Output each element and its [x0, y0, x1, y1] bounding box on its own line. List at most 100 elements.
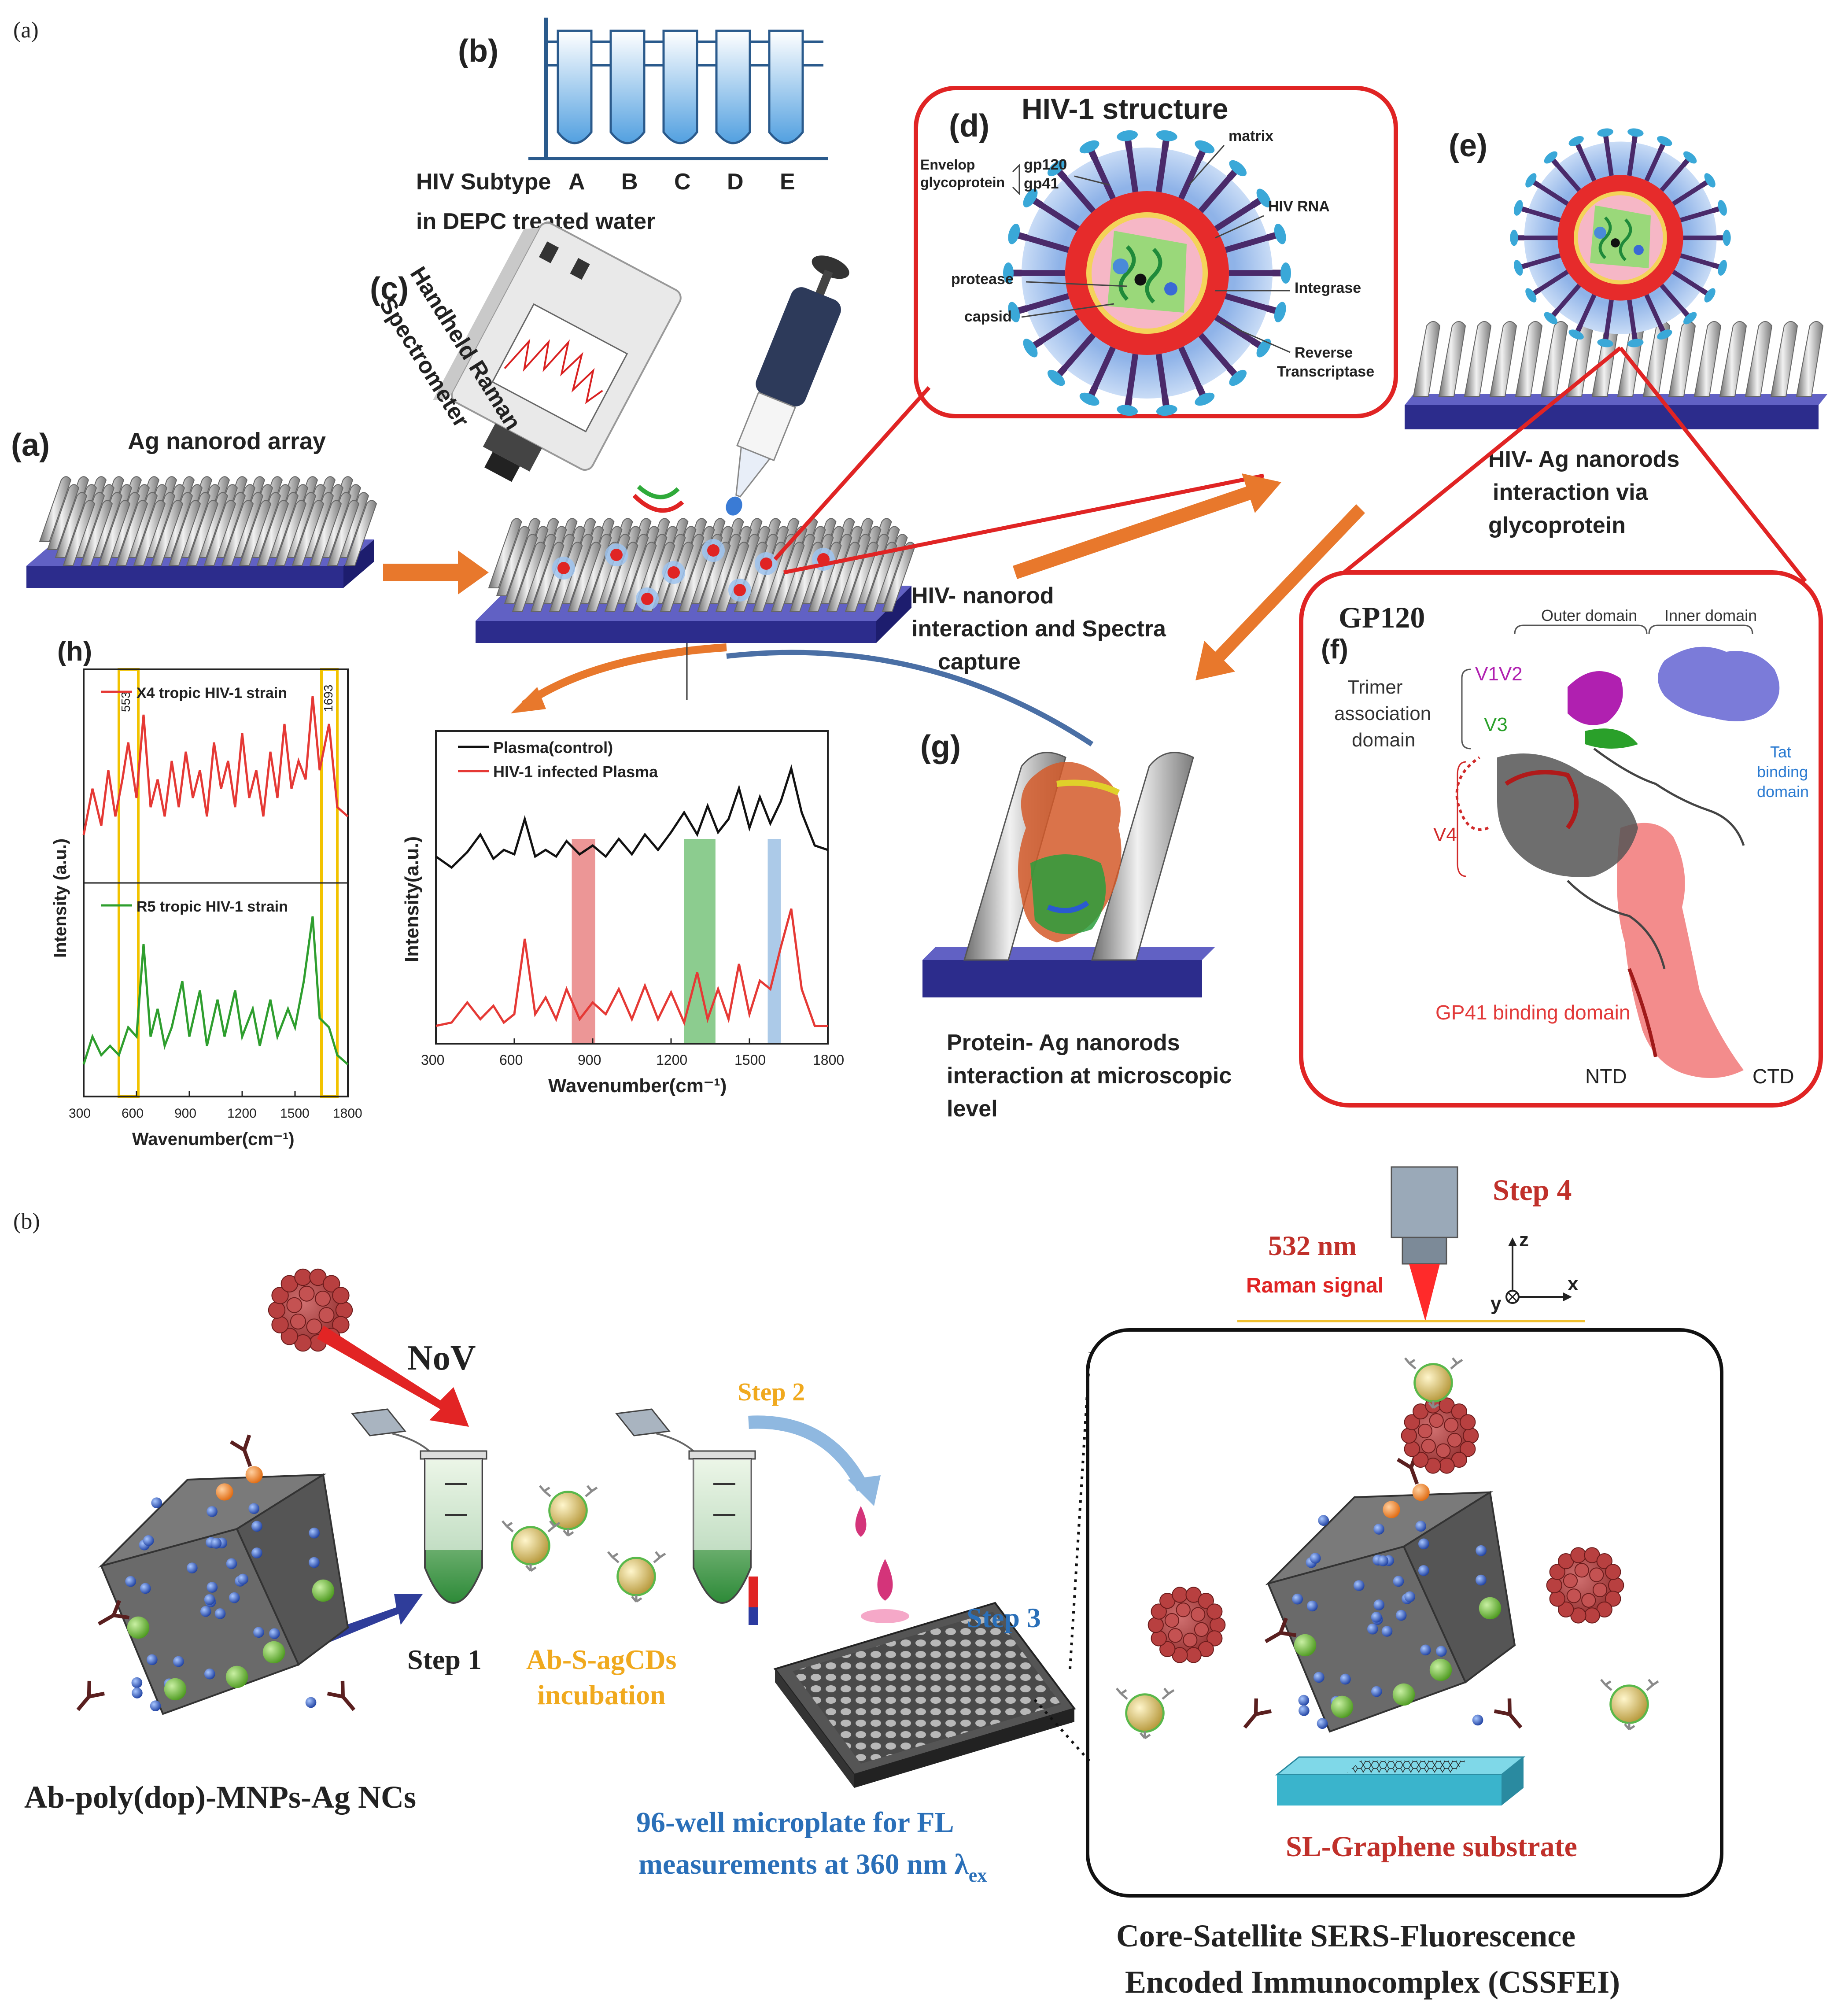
array-nanorod — [203, 500, 236, 566]
callout-line-d — [773, 386, 931, 561]
platform-nanorod — [512, 542, 546, 612]
r2-satellite — [1116, 1687, 1175, 1739]
array-nanorod — [115, 500, 148, 566]
e-nanorod — [1464, 321, 1492, 397]
protease-label: protease — [951, 271, 1014, 288]
tube-E — [768, 30, 804, 144]
right-ag-nanocluster — [1395, 1610, 1407, 1621]
r-left-nov-inner-bump — [1194, 1622, 1209, 1637]
nov-virus-icon — [268, 1268, 353, 1352]
r-right-nov-inner-bump — [1563, 1573, 1578, 1588]
bound-gp120-knob — [1704, 288, 1716, 303]
cssfei-immunocomplex — [1116, 1357, 1659, 1739]
bound-gp120-knob — [1544, 151, 1558, 164]
left-ag-nanocluster — [131, 1677, 143, 1688]
tube-label-C: C — [674, 169, 691, 195]
y-axis-label: Intensity(a.u.) — [401, 836, 423, 962]
right-ag-nanocluster — [1373, 1524, 1384, 1535]
right-green-bead — [1429, 1658, 1452, 1681]
zoom-line-2 — [1033, 1699, 1091, 1762]
r2-antibody — [1140, 1731, 1151, 1739]
gp120-labels: Outer domain Inner domain Trimer associa… — [1334, 606, 1809, 1088]
incubation-label-2: incubation — [537, 1679, 666, 1710]
callout-line-f2 — [1619, 347, 1807, 583]
structure-spike — [1155, 144, 1169, 192]
right-ag-nanocluster — [1476, 1545, 1487, 1556]
r3-antibody — [1600, 1679, 1612, 1691]
r-right-nov-inner-bump — [1574, 1563, 1589, 1578]
right-ag-nanocluster — [1367, 1623, 1378, 1635]
right-antibody — [1494, 1698, 1523, 1729]
array-nanorod — [186, 500, 219, 566]
pipette — [726, 255, 849, 516]
right-ag-nanocluster — [1418, 1565, 1429, 1576]
array-nanorod — [221, 500, 254, 566]
right-cube-front — [1267, 1545, 1467, 1733]
bound-spike — [1644, 146, 1664, 182]
arrow-orange-3 — [1195, 504, 1365, 680]
r-top-nov-bump — [1413, 1451, 1429, 1468]
array-nanorod — [151, 500, 184, 566]
r2-satellite-core — [1127, 1695, 1162, 1731]
sl-graphene-substrate — [1275, 1756, 1526, 1806]
small-hiv-core — [734, 584, 746, 596]
small-hiv-core — [610, 549, 623, 561]
axis-x-label: x — [1568, 1273, 1579, 1295]
label-a: (a) — [11, 428, 50, 463]
left-ag-nanocluster — [214, 1608, 226, 1619]
small-hiv-core — [707, 544, 719, 557]
band-label-553: 553 — [119, 691, 133, 712]
structure-gp120-knob — [1274, 223, 1286, 244]
label-f: (f) — [1321, 634, 1348, 665]
bound-spike — [1672, 270, 1705, 294]
structure-spike — [1037, 200, 1080, 232]
platform-nanorod — [715, 542, 749, 612]
bound-gp120-knob — [1514, 200, 1523, 216]
bound-spike — [1535, 182, 1569, 206]
highlight-band-2 — [767, 839, 781, 1044]
r-top-nov-bump — [1460, 1441, 1476, 1457]
structure-gp120-knob — [1256, 339, 1271, 358]
structure-gp120-knob — [1117, 130, 1138, 141]
gp120-protein-structure — [1455, 646, 1780, 1078]
structure-gp120-knob — [1047, 369, 1065, 386]
e-nanorod — [1719, 321, 1747, 397]
array-nanorod — [39, 476, 72, 542]
array-nanorod — [133, 500, 166, 566]
structure-virion — [1003, 130, 1291, 416]
hiv-virion-diagram — [1003, 130, 1291, 416]
bound-gp120-knob — [1683, 151, 1697, 164]
r-top-nov-inner-bump — [1436, 1443, 1451, 1458]
bound-spike — [1644, 294, 1664, 329]
caption-g-2: interaction at microscopic — [947, 1063, 1232, 1089]
arrow-orange-2 — [1013, 473, 1281, 579]
r-right-nov-bump — [1605, 1564, 1621, 1580]
bound-spike — [1660, 161, 1687, 192]
tat-label-1: Tat — [1770, 743, 1791, 761]
bound-gp120-knob — [1683, 312, 1697, 325]
r1-antibody — [1404, 1357, 1417, 1370]
l3-antibody — [631, 1595, 642, 1603]
right-green-bead — [1392, 1683, 1415, 1706]
series-line-0 — [82, 696, 349, 835]
cssfei-label-2: Encoded Immunocomplex (CSSFEI) — [1125, 1964, 1620, 2000]
r-top-nov-inner-bump — [1447, 1433, 1462, 1447]
bound-spike — [1524, 207, 1561, 222]
right-orange-bead — [1383, 1501, 1400, 1518]
right-green-bead — [1331, 1695, 1354, 1718]
r-right-nov-bump — [1546, 1577, 1562, 1594]
bound-spike — [1535, 270, 1569, 294]
r-top-nov-bump — [1463, 1427, 1479, 1444]
array-nanorod — [55, 492, 88, 558]
top-nov-bump — [271, 1316, 289, 1333]
structure-spike — [1225, 233, 1272, 253]
cssfei-label-1: Core-Satellite SERS-Fluorescence — [1116, 1918, 1575, 1953]
curved-arrow-orange — [521, 643, 727, 708]
right-antibody — [1264, 1617, 1297, 1643]
bound-spike — [1604, 139, 1614, 176]
top-nov-bump — [332, 1316, 350, 1333]
right-green-bead — [1479, 1597, 1502, 1620]
structure-rna — [1118, 245, 1136, 301]
